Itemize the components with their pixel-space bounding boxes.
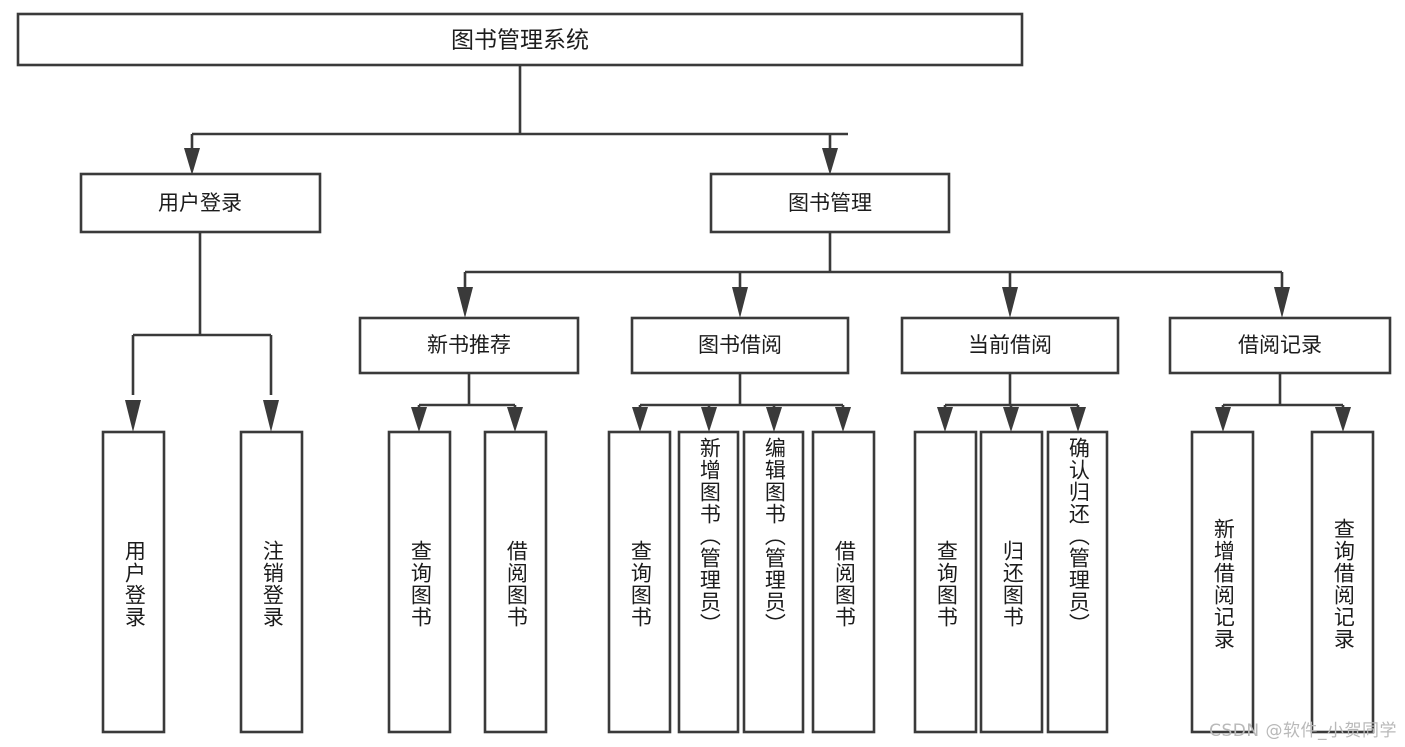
- node-user-login[interactable]: 用户登录: [79, 172, 322, 234]
- node-current-borrow[interactable]: 当前借阅: [900, 316, 1120, 375]
- node-leaf-user-login[interactable]: 用户登录: [101, 430, 166, 734]
- node-book-borrow[interactable]: 图书借阅: [630, 316, 850, 375]
- leaf-label: 确认归还（管理员）: [1066, 437, 1091, 635]
- node-root[interactable]: 图书管理系统: [16, 12, 1024, 67]
- connector-root-to-level2: [184, 65, 848, 175]
- leaf-label: 借阅图书: [832, 540, 857, 628]
- node-leaf-borrow-book-1[interactable]: 借阅图书: [483, 430, 548, 734]
- node-borrow-record-label: 借阅记录: [1238, 333, 1322, 357]
- node-root-label: 图书管理系统: [451, 28, 589, 54]
- node-leaf-query-book-2[interactable]: 查询图书: [607, 430, 672, 734]
- node-borrow-record[interactable]: 借阅记录: [1168, 316, 1392, 375]
- node-leaf-confirm-return[interactable]: 确认归还（管理员）: [1046, 430, 1109, 734]
- node-book-manage[interactable]: 图书管理: [709, 172, 951, 234]
- connector-borrowrecord-to-leaves: [1215, 373, 1351, 432]
- node-leaf-query-book-3[interactable]: 查询图书: [913, 430, 978, 734]
- leaf-label: 查询图书: [934, 540, 959, 628]
- node-leaf-add-book[interactable]: 新增图书（管理员）: [677, 430, 740, 734]
- leaf-label: 用户登录: [122, 540, 147, 628]
- node-leaf-edit-book[interactable]: 编辑图书（管理员）: [742, 430, 805, 734]
- node-user-login-label: 用户登录: [158, 191, 242, 215]
- node-leaf-logout[interactable]: 注销登录: [239, 430, 304, 734]
- connector-newbook-to-leaves: [411, 373, 523, 432]
- connector-userlogin-to-leaves: [125, 232, 279, 432]
- leaf-label: 新增借阅记录: [1211, 518, 1236, 650]
- leaf-label: 编辑图书（管理员）: [762, 437, 787, 635]
- node-leaf-borrow-book-2[interactable]: 借阅图书: [811, 430, 876, 734]
- connector-currentborrow-to-leaves: [937, 373, 1086, 432]
- leaf-label: 查询图书: [408, 540, 433, 628]
- node-leaf-query-record[interactable]: 查询借阅记录: [1310, 430, 1375, 734]
- leaf-label: 查询借阅记录: [1331, 518, 1356, 650]
- leaf-label: 注销登录: [260, 540, 285, 628]
- node-leaf-add-record[interactable]: 新增借阅记录: [1190, 430, 1255, 734]
- node-book-borrow-label: 图书借阅: [698, 333, 782, 357]
- node-book-manage-label: 图书管理: [788, 191, 872, 215]
- node-new-book-rec-label: 新书推荐: [427, 333, 511, 357]
- connector-bookborrow-to-leaves: [632, 373, 851, 432]
- leaf-label: 查询图书: [628, 540, 653, 628]
- node-current-borrow-label: 当前借阅: [968, 333, 1052, 357]
- node-leaf-query-book-1[interactable]: 查询图书: [387, 430, 452, 734]
- node-new-book-rec[interactable]: 新书推荐: [358, 316, 580, 375]
- leaf-label: 新增图书（管理员）: [697, 437, 722, 635]
- node-leaf-return-book[interactable]: 归还图书: [979, 430, 1044, 734]
- leaf-label: 归还图书: [1000, 540, 1025, 628]
- leaf-label: 借阅图书: [504, 540, 529, 628]
- connector-bookmanage-to-level3: [457, 232, 1290, 318]
